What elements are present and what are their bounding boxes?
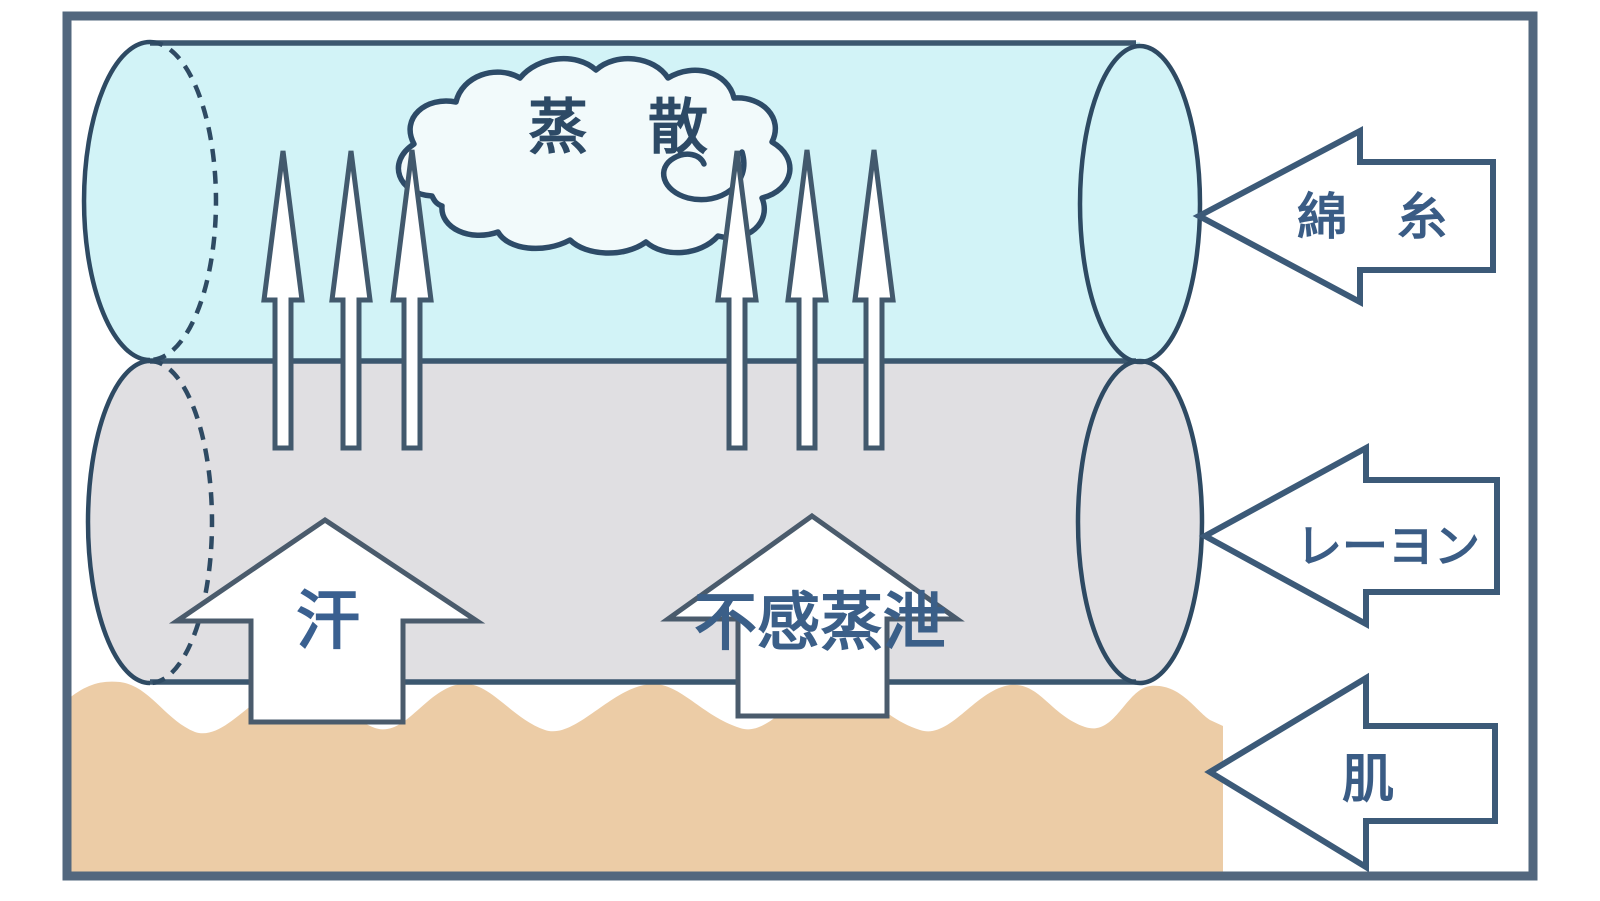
evaporation-label: 蒸 散 <box>528 93 708 163</box>
rayon-left-cap-front-arc <box>85 358 151 686</box>
rayon-pointer-shape <box>1198 442 1500 630</box>
rayon-label: レーヨン <box>1296 519 1480 573</box>
sweat-label: 汗 <box>296 585 360 659</box>
diagram-frame <box>62 11 1538 881</box>
vapor-arrows <box>261 149 896 451</box>
vapor-arrow-2 <box>329 150 373 451</box>
cotton-left-cap <box>84 42 216 360</box>
skin-label: 肌 <box>1342 750 1394 810</box>
skin-pointer-shape <box>1204 672 1498 873</box>
sweat-arrow: 汗 <box>168 516 486 725</box>
rayon-right-cap-arc <box>1075 358 1205 686</box>
insensible-perspiration-arrow: 不感蒸泄 <box>660 512 965 719</box>
cotton-thread-pointer-shape <box>1192 126 1496 308</box>
skin-pointer: 肌 <box>1204 672 1498 873</box>
vapor-arrow-4 <box>715 150 759 451</box>
cotton-left-cap-back-arc <box>149 39 219 363</box>
cotton-left-cap-front-arc <box>81 39 151 363</box>
skin-layer <box>67 681 1223 872</box>
rayon-pointer: レーヨン <box>1198 442 1500 630</box>
vapor-arrow-6 <box>852 149 896 451</box>
rayon-right-cap <box>1078 361 1202 683</box>
rayon-left-cap <box>88 361 212 683</box>
vapor-arrow-5 <box>785 149 829 451</box>
cotton-thread-label: 綿 糸 <box>1297 188 1447 246</box>
rayon-left-cap-back-arc <box>149 358 215 686</box>
vapor-arrow-1 <box>261 150 305 451</box>
insensible-perspiration-label: 不感蒸泄 <box>694 586 946 659</box>
cotton-right-cap <box>1080 46 1200 362</box>
vapor-arrow-3 <box>390 149 434 451</box>
cotton-thread-pointer: 綿 糸 <box>1192 126 1496 308</box>
insensible-perspiration-arrow-shape <box>660 512 965 719</box>
sweat-arrow-shape <box>168 516 486 725</box>
evaporation-cloud <box>395 55 793 256</box>
